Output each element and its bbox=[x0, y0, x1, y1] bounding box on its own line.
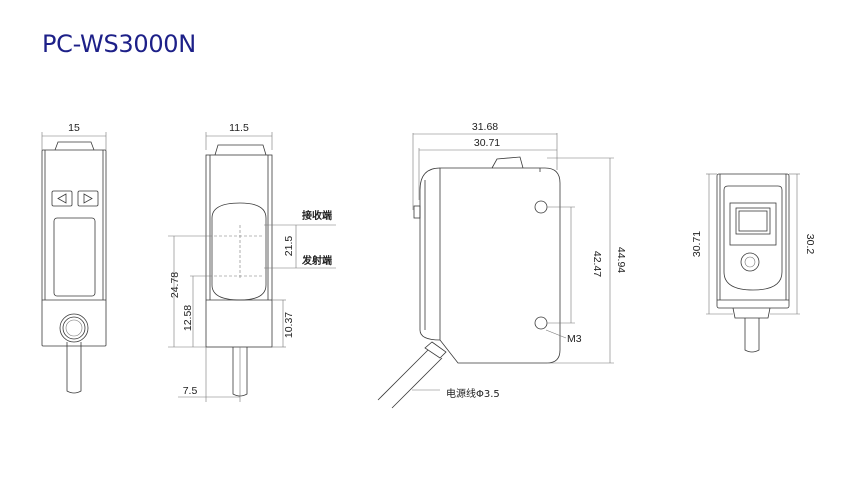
mount-hole-bottom bbox=[534, 316, 548, 330]
profile-view: 31.68 30.71 电源线Φ3.5 M3 42.47 44.94 bbox=[377, 121, 627, 409]
receiver-label: 接收端 bbox=[302, 209, 332, 222]
total-width-dim: 31.68 bbox=[472, 121, 498, 133]
front-view: 15 bbox=[41, 122, 107, 394]
emitter-label: 发射端 bbox=[301, 254, 332, 267]
cable-label: 电源线Φ3.5 bbox=[446, 387, 500, 400]
hole-pitch-dim: 42.47 bbox=[591, 251, 603, 277]
rear-indicator bbox=[740, 252, 760, 272]
hole-label: M3 bbox=[567, 333, 582, 345]
mount-hole-top bbox=[534, 200, 548, 214]
gap-dim: 21.5 bbox=[283, 236, 295, 257]
rear-right-dim: 30.2 bbox=[804, 234, 816, 255]
front-width-dim: 15 bbox=[68, 122, 80, 134]
offset-dim: 7.5 bbox=[183, 385, 198, 397]
side-width-dim: 11.5 bbox=[229, 122, 249, 134]
body-width-dim: 30.71 bbox=[474, 137, 500, 149]
page-title: PC-WS3000N bbox=[42, 30, 196, 58]
side-view: 11.5 接收端 发射端 21.5 24.78 12.58 bbox=[168, 122, 336, 402]
rear-view: 30.71 30.2 bbox=[691, 173, 816, 353]
rear-left-dim: 30.71 bbox=[691, 231, 703, 257]
triangle-left-icon bbox=[57, 193, 67, 204]
left-arrow-button bbox=[51, 190, 73, 207]
lower-dim: 12.58 bbox=[182, 305, 194, 331]
display-window bbox=[53, 217, 96, 297]
triangle-right-icon bbox=[83, 193, 93, 204]
total-height-dim: 44.94 bbox=[615, 247, 627, 273]
height-dim: 24.78 bbox=[169, 272, 181, 298]
bottom-dim: 10.37 bbox=[283, 312, 295, 338]
right-arrow-button bbox=[77, 190, 99, 207]
